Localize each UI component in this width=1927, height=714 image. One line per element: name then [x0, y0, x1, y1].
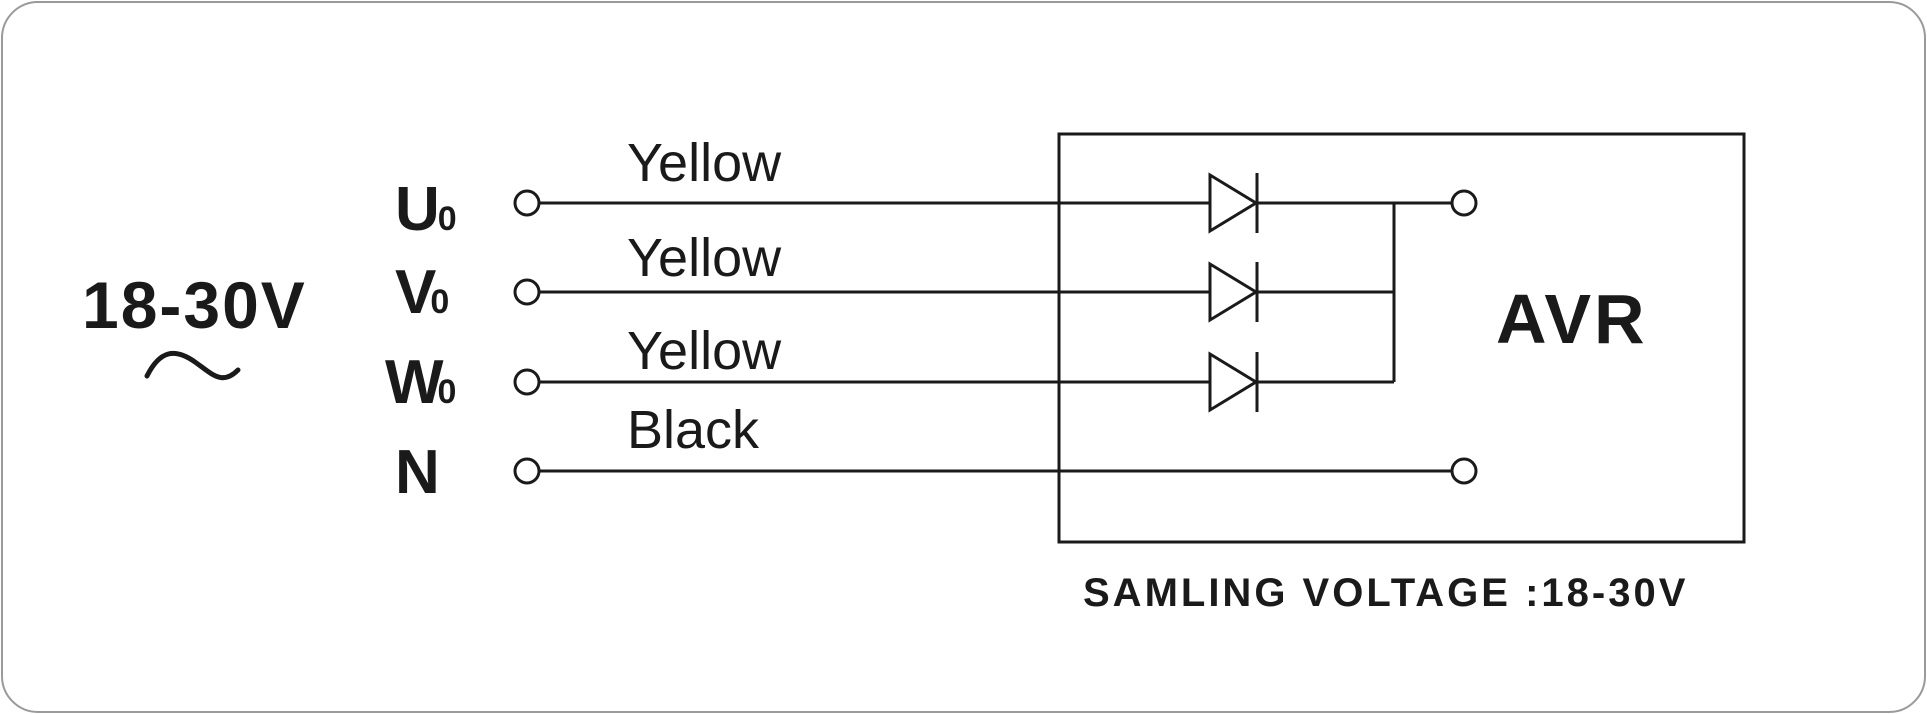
sampling-voltage-caption: SAMLING VOLTAGE :18-30V — [1083, 571, 1688, 615]
diode-icon — [1208, 172, 1259, 234]
wire-color-label-v: Yellow — [627, 228, 782, 288]
terminal-v-circle — [513, 278, 541, 306]
input-voltage-label: 18-30V — [82, 268, 307, 342]
terminal-w-circle — [513, 368, 541, 396]
terminal-label-v: V0 — [395, 258, 449, 327]
wire-color-label-u: Yellow — [627, 133, 782, 193]
diode-icon — [1208, 351, 1259, 413]
wire-color-label-w: Yellow — [627, 321, 782, 381]
diode-icon — [1208, 261, 1259, 323]
terminal-label-n: N — [395, 438, 440, 507]
avr-terminal-top — [1450, 189, 1478, 217]
terminal-label-w: W0 — [385, 348, 456, 417]
avr-terminal-bottom — [1450, 457, 1478, 485]
avr-label: AVR — [1496, 280, 1648, 358]
avr-box — [1057, 132, 1746, 544]
terminal-label-u: U0 — [395, 175, 457, 244]
ac-tilde-icon — [144, 351, 241, 381]
wire-color-label-n: Black — [627, 400, 760, 460]
terminal-n-circle — [513, 457, 541, 485]
terminal-u-circle — [513, 189, 541, 217]
